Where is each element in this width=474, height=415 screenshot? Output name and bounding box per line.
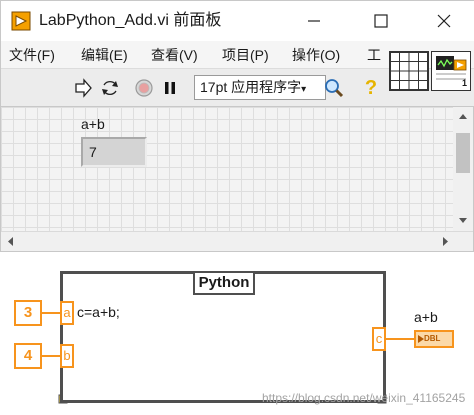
run-button[interactable] [72, 77, 94, 99]
input-terminal-a[interactable]: a [60, 301, 74, 325]
pause-button[interactable] [159, 77, 181, 99]
search-button[interactable] [323, 77, 345, 99]
font-select[interactable]: 17pt 应用程序字▾ [194, 75, 326, 100]
font-select-value: 17pt 应用程序字 [200, 79, 302, 95]
watermark-text: https://blog.csdn.net/weixin_41165245 [262, 391, 466, 405]
minimize-button[interactable] [291, 5, 337, 37]
indicator-value: 7 [89, 144, 97, 160]
dbl-type-label: DBL [424, 334, 441, 343]
abort-button[interactable] [133, 77, 155, 99]
constant-a[interactable]: 3 [14, 300, 42, 326]
help-icon: ? [364, 77, 378, 99]
context-help-button[interactable]: ? [360, 77, 382, 99]
connector-pane[interactable] [389, 51, 429, 91]
menu-view[interactable]: 查看(V) [151, 47, 198, 63]
output-indicator-label: a+b [414, 309, 438, 325]
output-terminal-c[interactable]: c [372, 327, 386, 351]
labview-vi-icon [11, 11, 31, 31]
close-icon [437, 14, 451, 28]
run-arrow-icon [75, 78, 92, 98]
run-continuously-icon [102, 81, 118, 95]
scroll-up-icon [459, 114, 467, 119]
vertical-scrollbar[interactable] [453, 107, 473, 231]
pause-icon [165, 82, 175, 94]
menu-file[interactable]: 文件(F) [9, 47, 55, 63]
scroll-right-icon [443, 237, 448, 246]
chevron-down-icon: ▾ [301, 84, 307, 95]
scroll-left-icon [8, 237, 13, 246]
constant-b[interactable]: 4 [14, 343, 42, 369]
close-button[interactable] [421, 5, 467, 37]
menu-operate[interactable]: 操作(O) [292, 47, 341, 63]
numeric-indicator[interactable]: 7 [81, 137, 147, 167]
indicator-label: a+b [81, 116, 105, 132]
indicator-arrow-icon [418, 335, 424, 343]
run-continuously-button[interactable] [99, 77, 121, 99]
python-node-title: Python [193, 271, 255, 295]
menu-edit[interactable]: 编辑(E) [81, 47, 128, 63]
vi-icon-badge: 1 [462, 78, 468, 88]
front-panel-window: LabPython_Add.vi 前面板 文件(F) 编辑(E) 查看(V) 项… [0, 0, 474, 252]
search-icon [325, 79, 344, 98]
vertical-scroll-thumb[interactable] [456, 133, 470, 173]
maximize-button[interactable] [358, 5, 404, 37]
stop-icon [135, 79, 153, 97]
title-bar: LabPython_Add.vi 前面板 [1, 1, 474, 41]
minimize-icon [308, 20, 320, 22]
scroll-down-icon [459, 218, 467, 223]
vi-icon-graphic [436, 56, 467, 80]
front-panel-canvas[interactable] [1, 107, 453, 231]
python-code[interactable]: c=a+b; [77, 304, 120, 320]
input-terminal-b[interactable]: b [60, 344, 74, 368]
dbl-indicator-terminal[interactable]: DBL [414, 330, 454, 348]
menu-tools[interactable]: 工 [367, 47, 381, 63]
block-diagram[interactable]: Python c=a+b; 3 4 a b c a+b DBL https://… [0, 252, 474, 415]
menu-project[interactable]: 项目(P) [222, 47, 269, 63]
vi-icon[interactable]: 1 [431, 51, 471, 91]
maximize-icon [374, 14, 388, 28]
connector-pane-grid-icon [390, 52, 428, 90]
window-title: LabPython_Add.vi 前面板 [39, 12, 222, 29]
python-node[interactable]: Python [60, 271, 386, 403]
horizontal-scrollbar[interactable] [1, 231, 473, 251]
